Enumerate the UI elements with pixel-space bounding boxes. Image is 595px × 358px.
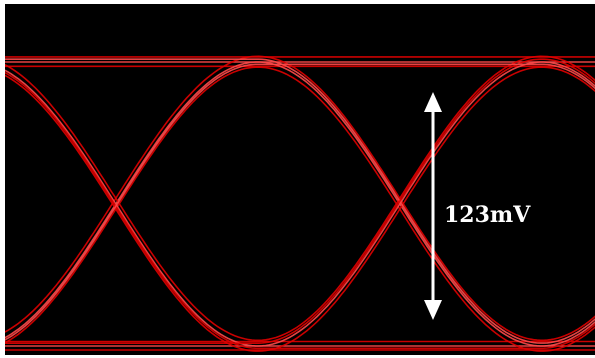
eye-trace (5, 63, 595, 341)
eye-trace (5, 66, 595, 352)
amplitude-arrow-head-top (424, 92, 442, 112)
eye-trace (5, 55, 595, 342)
amplitude-annotation: 123mV (424, 92, 531, 320)
amplitude-label: 123mV (444, 202, 531, 228)
amplitude-arrow-head-bottom (424, 300, 442, 320)
eye-trace (5, 55, 595, 342)
eye-trace (5, 61, 595, 347)
eye-trace (5, 71, 595, 350)
eye-trace (5, 61, 595, 347)
eye-trace (5, 58, 595, 344)
trace-group (5, 55, 595, 352)
eye-trace (5, 66, 595, 352)
eye-trace (5, 58, 595, 345)
